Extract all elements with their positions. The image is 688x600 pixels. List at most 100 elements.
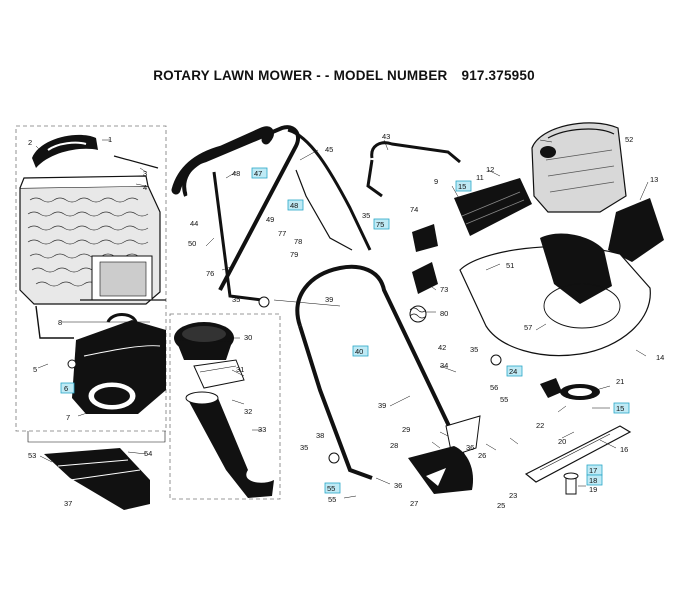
- callout-12: 12: [486, 165, 494, 174]
- callout-54: 54: [144, 449, 152, 458]
- callout-15b-highlight: [613, 402, 630, 414]
- callout-75-highlight: [373, 218, 390, 230]
- callout-39a: 39: [325, 295, 333, 304]
- callout-49: 49: [266, 215, 274, 224]
- callout-56: 56: [490, 383, 498, 392]
- side-discharge-chute-part: [44, 448, 150, 510]
- callout-55-highlight: [324, 482, 341, 494]
- callout-1: 1: [108, 135, 112, 144]
- callout-57: 57: [524, 323, 532, 332]
- callout-18: 18: [589, 476, 597, 485]
- grass-catcher-part: [72, 313, 166, 414]
- grass-bag-group-frame: [15, 125, 167, 432]
- lower-handle-part: [295, 264, 472, 480]
- wheel-part: [408, 446, 474, 494]
- mower-deck-part: [459, 233, 651, 357]
- callout-8: 8: [58, 318, 62, 327]
- discharge-tube-part: [185, 391, 274, 498]
- callout-35a: 35: [232, 295, 240, 304]
- callout-7: 7: [66, 413, 70, 422]
- callout-26: 26: [478, 451, 486, 460]
- callout-48: 48: [232, 169, 240, 178]
- callout-48b: 48: [290, 201, 298, 210]
- blade-adapter-part: [540, 378, 600, 400]
- callout-36a: 36: [466, 443, 474, 452]
- leader-lines: [35, 139, 649, 499]
- callout-37: 37: [64, 499, 72, 508]
- callout-38: 38: [316, 431, 324, 440]
- callout-76: 76: [206, 269, 214, 278]
- callout-28: 28: [390, 441, 398, 450]
- callout-14: 14: [656, 353, 664, 362]
- callout-39b: 39: [378, 401, 386, 410]
- throttle-cable-part: [295, 169, 353, 251]
- grass-bag-frame-part: [19, 175, 161, 305]
- callout-20: 20: [558, 437, 566, 446]
- callout-labels: 1 2 3 4 5 6 7 8 9 11 12 13 14 15 15 16 1…: [28, 132, 664, 510]
- callout-35b: 35: [362, 211, 370, 220]
- callout-79: 79: [290, 250, 298, 259]
- callout-17: 17: [589, 466, 597, 475]
- callout-77: 77: [278, 229, 286, 238]
- callout-42: 42: [438, 343, 446, 352]
- blade-part: [524, 425, 632, 483]
- title-text: ROTARY LAWN MOWER - - MODEL NUMBER: [153, 68, 448, 83]
- callout-6: 6: [64, 384, 68, 393]
- bag-bracket-part: [35, 305, 74, 339]
- callout-73: 73: [440, 285, 448, 294]
- blade-bolt-part: [563, 472, 579, 495]
- bag-rod-part: [113, 155, 159, 169]
- callout-53: 53: [28, 451, 36, 460]
- chute-deflector-part: [193, 359, 245, 389]
- model-number: 917.375950: [461, 68, 535, 83]
- callout-47: 47: [254, 169, 262, 178]
- callout-78: 78: [294, 237, 302, 246]
- callout-55b: 55: [328, 495, 336, 504]
- callout-9: 9: [434, 177, 438, 186]
- mulch-plug-part: [174, 322, 234, 360]
- callout-16: 16: [620, 445, 628, 454]
- bag-handle-part: [32, 134, 98, 168]
- callout-32: 32: [244, 407, 252, 416]
- callout-4: 4: [143, 183, 147, 192]
- callout-43: 43: [382, 132, 390, 141]
- callout-24: 24: [509, 367, 517, 376]
- battery-part: [412, 224, 438, 294]
- control-bail-part: [366, 141, 461, 198]
- callout-13: 13: [650, 175, 658, 184]
- callout-74: 74: [410, 205, 418, 214]
- callout-48b-highlight: [287, 199, 304, 211]
- handle-grip-part: [171, 126, 274, 195]
- callout-18-highlight: [586, 474, 603, 486]
- upper-handle-part: [182, 125, 301, 291]
- callout-22: 22: [536, 421, 544, 430]
- callout-33: 33: [258, 425, 266, 434]
- callout-31: 31: [236, 365, 244, 374]
- callout-36b: 36: [394, 481, 402, 490]
- callout-45: 45: [325, 145, 333, 154]
- callout-5: 5: [33, 365, 37, 374]
- callout-35d: 35: [300, 443, 308, 452]
- callout-35c: 35: [470, 345, 478, 354]
- callout-15-highlight: [455, 180, 472, 192]
- callout-75: 75: [376, 220, 384, 229]
- height-adjuster-part: [445, 415, 481, 457]
- callout-29: 29: [402, 425, 410, 434]
- diagram-title: ROTARY LAWN MOWER - - MODEL NUMBER 917.37…: [0, 68, 688, 83]
- callout-11: 11: [476, 173, 484, 182]
- coil-spring-part: [409, 305, 427, 323]
- callout-27: 27: [410, 499, 418, 508]
- engine-part: [531, 122, 627, 213]
- callout-15: 15: [458, 182, 466, 191]
- callout-21: 21: [616, 377, 624, 386]
- callout-24-highlight: [506, 365, 523, 377]
- callout-50: 50: [188, 239, 196, 248]
- mulch-plug-group-frame: [169, 313, 281, 500]
- callout-23: 23: [509, 491, 517, 500]
- callout-40: 40: [355, 347, 363, 356]
- callout-2: 2: [28, 138, 32, 147]
- callout-55c: 55: [500, 395, 508, 404]
- callout-34: 34: [440, 361, 448, 370]
- callout-80: 80: [440, 309, 448, 318]
- callout-47-highlight: [251, 167, 268, 179]
